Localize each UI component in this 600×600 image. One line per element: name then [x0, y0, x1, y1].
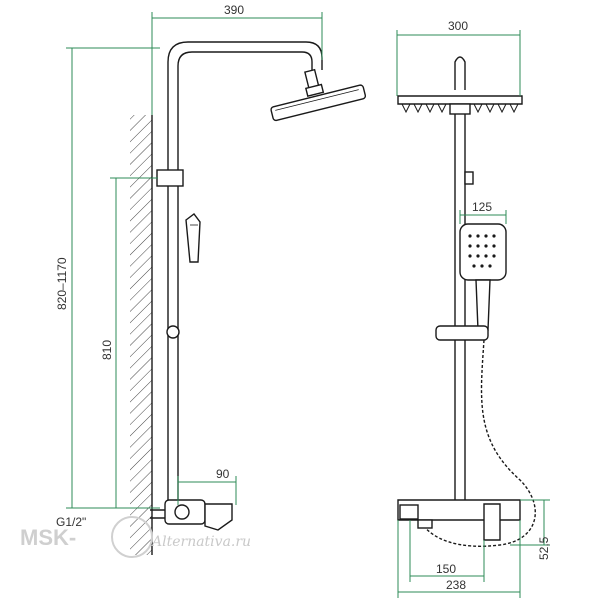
dim-side-width: 390 — [224, 3, 244, 17]
slider-front — [435, 325, 489, 341]
shower-arm-front — [454, 56, 466, 90]
dim-height-810: 810 — [100, 340, 114, 360]
front-view — [397, 56, 536, 547]
wall-hatch — [130, 115, 152, 555]
hand-shower-handle — [475, 279, 491, 331]
hand-shower-nozzles — [468, 234, 496, 268]
dim-width-238: 238 — [446, 578, 466, 592]
dim-handshower-width: 125 — [472, 200, 492, 214]
watermark-logo-circle — [111, 516, 153, 558]
watermark-brand: MSK- — [20, 525, 76, 550]
side-dimensions — [66, 12, 323, 509]
mixer-lever-side — [204, 503, 233, 531]
dim-depth-52-5: 52,5 — [537, 536, 551, 560]
riser-pipe — [167, 41, 323, 505]
dim-thread: G1/2" — [56, 515, 86, 529]
mixer-valve-side — [174, 504, 190, 520]
riser-pipe-inner — [177, 51, 313, 505]
hand-shower-side — [185, 213, 201, 263]
front-dimensions — [396, 30, 550, 598]
watermark: MSK- Alternativa.ru — [20, 516, 251, 558]
rain-shower-head — [270, 68, 367, 122]
dimension-labels: 390 300 125 90 150 238 G1/2" 820–1170 81… — [55, 3, 551, 592]
watermark-site: Alternativa.ru — [150, 534, 251, 550]
side-view — [130, 41, 367, 555]
inlet-pipe-side — [150, 509, 165, 519]
dim-offset-150: 150 — [436, 562, 456, 576]
dim-height-total: 820–1170 — [55, 257, 69, 310]
shower-head-front — [397, 95, 523, 105]
hand-shower-head-front — [459, 223, 507, 281]
bracket-front — [464, 171, 474, 185]
mixer-outlet-front — [399, 504, 419, 520]
shower-head-nozzles — [401, 103, 519, 114]
mixer-handle-front — [483, 503, 501, 541]
slider-knob — [166, 325, 180, 339]
diverter-front — [417, 519, 433, 529]
dim-mixer-depth: 90 — [216, 467, 230, 481]
dim-head-width: 300 — [448, 19, 468, 33]
hose — [419, 339, 536, 547]
wall-bracket — [156, 169, 184, 187]
